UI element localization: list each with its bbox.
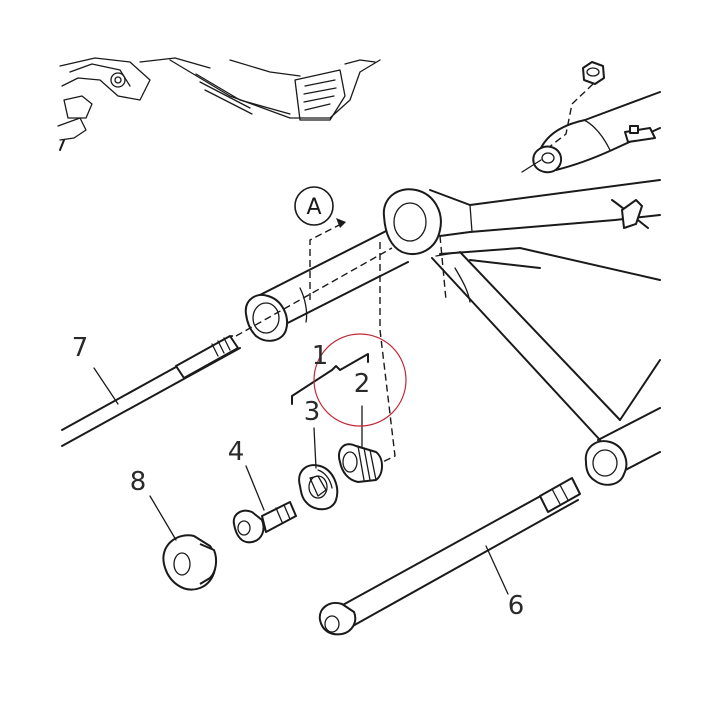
callout-6: 6	[508, 591, 525, 621]
callout-1: 1	[312, 341, 329, 371]
nut-alignment-line	[547, 83, 594, 149]
leader-8	[149, 495, 177, 541]
swingarm-frame	[244, 179, 661, 486]
highlight-circle	[313, 333, 407, 427]
upper-mount-arm	[532, 91, 661, 174]
callout-2: 2	[354, 369, 371, 399]
bushing-2	[338, 443, 383, 483]
collar-3	[298, 464, 339, 511]
axle-7	[61, 335, 241, 447]
view-a-marker	[294, 186, 334, 226]
leader-3	[313, 427, 317, 469]
housing-fragment	[57, 57, 381, 151]
axle-center-line	[235, 247, 393, 337]
cap-8	[162, 534, 218, 591]
group-bracket	[291, 353, 369, 405]
upper-nut	[582, 61, 605, 85]
view-a-path	[309, 221, 346, 300]
callout-8: 8	[130, 467, 147, 497]
bolt-4	[232, 501, 297, 544]
upper-bolt-shaft	[521, 159, 542, 173]
view-a-arrow	[336, 218, 346, 228]
callout-4: 4	[228, 437, 245, 467]
leader-4	[245, 465, 265, 511]
leader-6	[485, 545, 509, 595]
callout-3: 3	[304, 397, 321, 427]
bushing-alignment-line	[373, 242, 396, 467]
leader-7	[93, 367, 119, 405]
callout-7: 7	[72, 333, 89, 363]
axle-6	[318, 477, 581, 636]
view-a-label: A	[306, 195, 321, 220]
